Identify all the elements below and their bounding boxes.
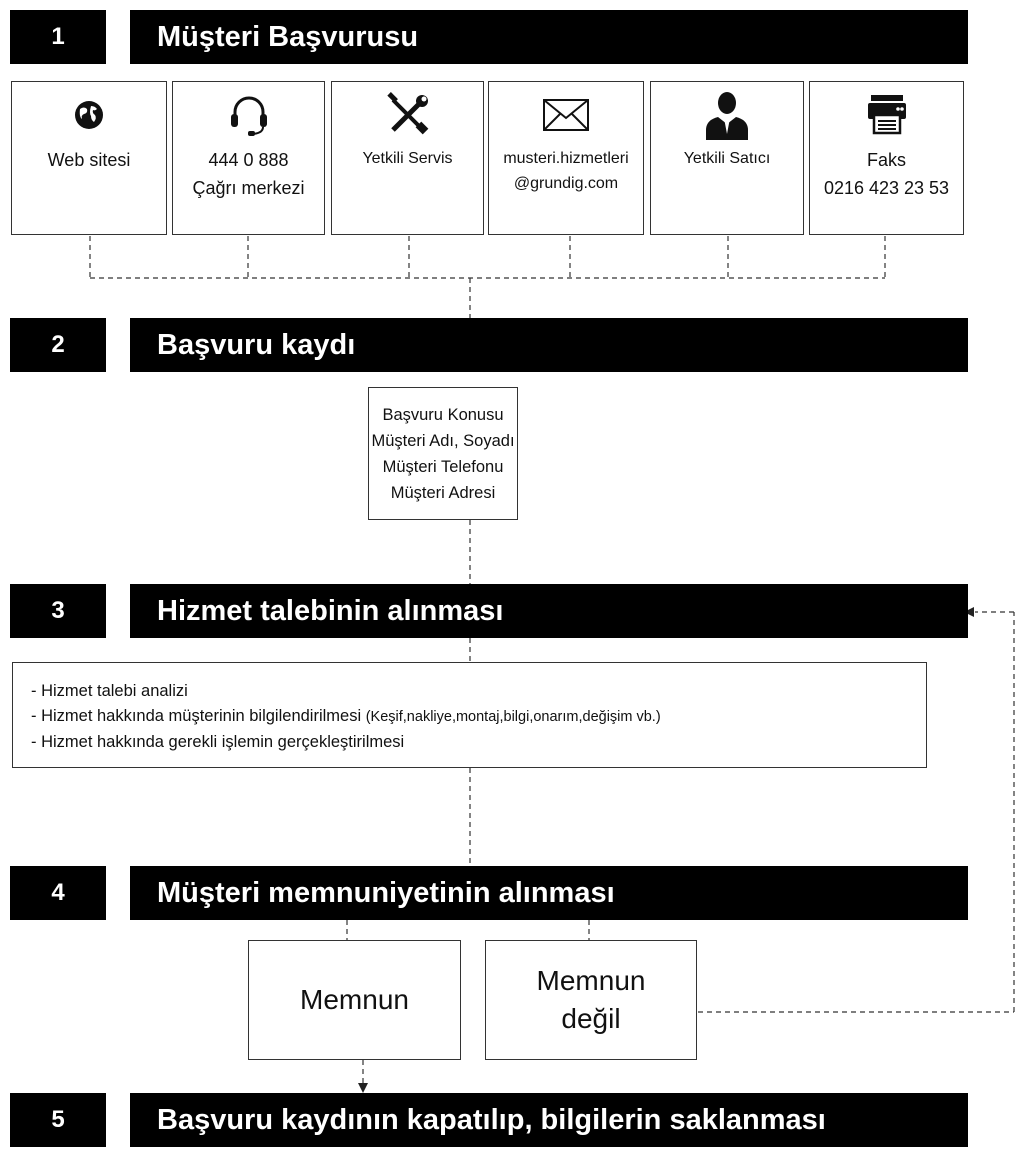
fax-icon (867, 90, 906, 140)
channel-web-label: Web sitesi (47, 150, 131, 170)
record-field: Müşteri Adresi (390, 483, 496, 502)
step-5-title: Başvuru kaydının kapatılıp, bilgilerin s… (130, 1093, 968, 1147)
email-domain: @grundig.com (513, 175, 619, 192)
service-item-text: - Hizmet hakkında gerekli işlemin gerçek… (31, 733, 405, 751)
step-1-title: Müşteri Başvurusu (130, 10, 968, 64)
outcome-satisfied: Memnun (248, 940, 461, 1060)
tools-icon (385, 90, 431, 140)
step-3-title: Hizmet talebinin alınması (130, 584, 968, 638)
channel-email: musteri.hizmetleri @grundig.com (488, 81, 644, 235)
service-steps-box: - Hizmet talebi analizi - Hizmet hakkınd… (12, 662, 927, 768)
channel-email-text: musteri.hizmetleri @grundig.com (503, 146, 628, 196)
fax-label: Faks (866, 150, 906, 170)
step-4-title: Müşteri memnuniyetinin alınması (130, 866, 968, 920)
channel-dealer-label: Yetkili Satıcı (683, 150, 771, 167)
outcome-satisfied-label: Memnun (300, 984, 409, 1015)
envelope-icon (543, 90, 589, 140)
step-2-title: Başvuru kaydı (130, 318, 968, 372)
step-4-number: 4 (10, 866, 106, 920)
record-field: Müşteri Adı, Soyadı (371, 431, 515, 450)
email-user: musteri.hizmetleri (503, 150, 629, 167)
record-field: Müşteri Telefonu (382, 457, 504, 476)
channel-fax-text: Faks 0216 423 23 53 (824, 146, 949, 202)
globe-icon (74, 90, 104, 140)
service-item-note: (Keşif,nakliye,montaj,bilgi,onarım,değiş… (365, 709, 661, 725)
step-2-number: 2 (10, 318, 106, 372)
service-item: - Hizmet hakkında müşterinin bilgilendir… (31, 704, 926, 730)
record-field: Başvuru Konusu (382, 405, 504, 424)
record-fields-box: Başvuru Konusu Müşteri Adı, Soyadı Müşte… (368, 387, 518, 520)
outcome-unsatisfied: Memnun değil (485, 940, 697, 1060)
channel-service: Yetkili Servis (331, 81, 484, 235)
step-5-number: 5 (10, 1093, 106, 1147)
call-center-label: Çağrı merkezi (192, 178, 305, 198)
channel-fax: Faks 0216 423 23 53 (809, 81, 964, 235)
person-icon (704, 90, 750, 140)
outcome-unsatisfied-line1: Memnun (536, 965, 646, 996)
service-item-text: - Hizmet hakkında müşterinin bilgilendir… (31, 707, 362, 725)
headset-icon (227, 90, 271, 140)
channel-call-center-text: 444 0 888 Çağrı merkezi (192, 146, 304, 202)
call-center-number: 444 0 888 (208, 150, 289, 170)
service-item-text: - Hizmet talebi analizi (31, 682, 188, 700)
channel-service-label: Yetkili Servis (362, 150, 453, 167)
channel-dealer: Yetkili Satıcı (650, 81, 804, 235)
channel-call-center: 444 0 888 Çağrı merkezi (172, 81, 325, 235)
service-item: - Hizmet hakkında gerekli işlemin gerçek… (31, 730, 926, 755)
step-1-number: 1 (10, 10, 106, 64)
channel-web: Web sitesi (11, 81, 167, 235)
outcome-unsatisfied-line2: değil (561, 1003, 621, 1034)
step-3-number: 3 (10, 584, 106, 638)
fax-number: 0216 423 23 53 (823, 178, 950, 198)
service-item: - Hizmet talebi analizi (31, 679, 926, 704)
